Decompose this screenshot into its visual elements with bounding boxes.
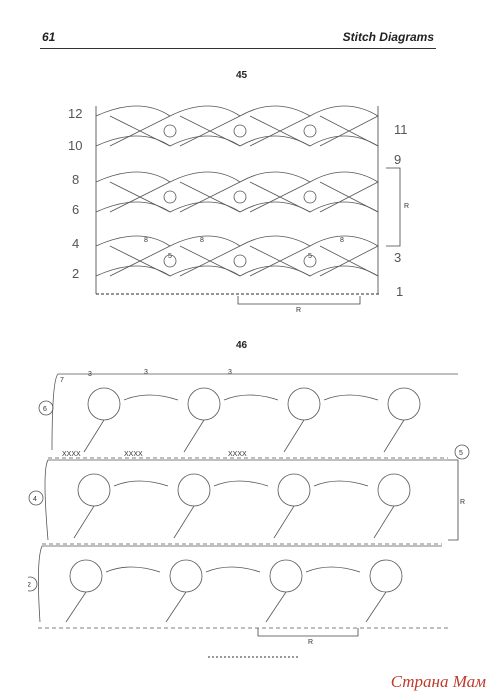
diagram-45-label: 45 (236, 70, 248, 81)
stitch-mark-3: XXXX (228, 451, 247, 458)
chain-count-4: 3 (228, 369, 232, 376)
flower-pattern (38, 373, 458, 629)
repeat-label-side: R (460, 499, 465, 506)
fan-pattern (95, 105, 379, 277)
stitch-count-2: 8 (200, 237, 204, 244)
row-label-1: 1 (396, 284, 403, 299)
row-label-8: 8 (72, 172, 79, 187)
row-label-12: 12 (68, 106, 82, 121)
chain-count-1: 7 (60, 377, 64, 384)
page-header: 61 Stitch Diagrams (40, 26, 436, 49)
repeat-label-bottom: R (308, 639, 313, 646)
diagram-46-label: 46 (236, 340, 248, 351)
row-label-11: 11 (394, 122, 408, 137)
row-label-2: 2 (28, 582, 31, 589)
repeat-bracket-bottom (237, 296, 361, 305)
row-label-2: 2 (72, 266, 79, 281)
row-label-4: 4 (72, 236, 79, 251)
repeat-label-bottom: R (296, 307, 301, 314)
stitch-count-4: 5 (308, 253, 312, 260)
row-label-6: 6 (43, 406, 47, 413)
chain-count-2: 3 (88, 371, 92, 378)
row-label-10: 10 (68, 138, 82, 153)
diagram-46: 6 4 2 5 R R 7 3 3 3 XXXX XXXX XXXX (28, 369, 470, 646)
repeat-bracket-side (448, 459, 459, 541)
row-label-3: 3 (394, 250, 401, 265)
stitch-count-3: 5 (168, 253, 172, 260)
row-circle-5 (454, 444, 470, 460)
row-label-6: 6 (72, 202, 79, 217)
row-circle-2 (28, 576, 38, 592)
section-title: Stitch Diagrams (342, 30, 434, 44)
repeat-label-side: R (404, 203, 409, 210)
row-circle-4 (28, 490, 44, 506)
page-number: 61 (42, 30, 56, 44)
repeat-bracket-side (386, 167, 401, 247)
stitch-mark-2: XXXX (124, 451, 143, 458)
repeat-bracket-bottom (257, 628, 359, 637)
diagram-45: 12 10 8 6 4 2 11 9 3 1 R R 8 8 5 5 8 (68, 105, 409, 314)
row-label-5: 5 (459, 450, 463, 457)
row-label-9: 9 (394, 152, 401, 167)
stitch-count-1: 8 (144, 237, 148, 244)
chain-count-3: 3 (144, 369, 148, 376)
stitch-mark-1: XXXX (62, 451, 81, 458)
watermark: Страна Мам (390, 672, 486, 691)
stitch-count-5: 8 (340, 237, 344, 244)
side-columns (95, 106, 379, 294)
footer-dotted-line (208, 656, 298, 662)
row-label-4: 4 (33, 496, 37, 503)
